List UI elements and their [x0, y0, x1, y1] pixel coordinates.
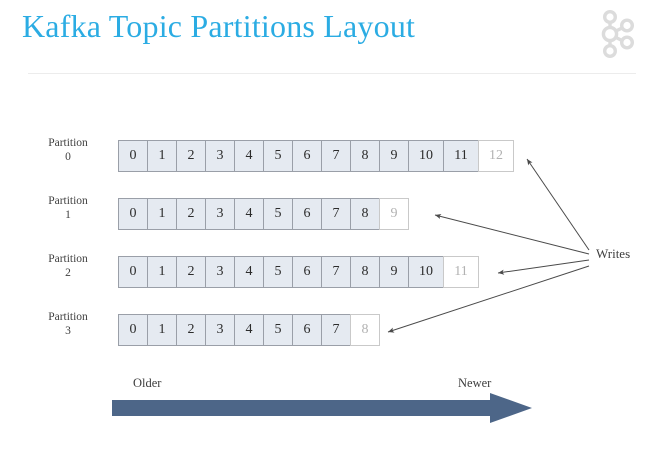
- log-segment-cell: 1: [147, 140, 177, 172]
- partition-label-index: 1: [65, 209, 71, 221]
- partition-row: Partition 3 0 1 2 3 4 5 6 7 8: [0, 311, 657, 350]
- partition-label-name: Partition: [48, 137, 88, 149]
- next-offset-cell: 11: [443, 256, 479, 288]
- log-segment-cell: 2: [176, 314, 206, 346]
- log-segment-cell: 7: [321, 140, 351, 172]
- log-segment-cell: 6: [292, 198, 322, 230]
- log-segment-cell: 0: [118, 198, 148, 230]
- writes-label: Writes: [596, 246, 631, 261]
- next-offset-cell: 9: [379, 198, 409, 230]
- log-segment-cell: 9: [379, 140, 409, 172]
- log-segment-cell: 1: [147, 256, 177, 288]
- time-direction-arrow: [112, 393, 532, 423]
- log-segment-cell: 3: [205, 198, 235, 230]
- header-divider: [28, 73, 636, 74]
- partition-row: Partition 1 0 1 2 3 4 5 6 7 8 9: [0, 195, 657, 234]
- log-segment-cell: 4: [234, 314, 264, 346]
- log-segment-cell: 5: [263, 314, 293, 346]
- log-segment-cell: 3: [205, 140, 235, 172]
- log-segment-cell: 5: [263, 198, 293, 230]
- log-segment-cell: 3: [205, 256, 235, 288]
- log-segment-cell: 4: [234, 198, 264, 230]
- log-segment-cell: 7: [321, 198, 351, 230]
- log-segment-cell: 6: [292, 256, 322, 288]
- log-segment-cell: 5: [263, 256, 293, 288]
- partition-label: Partition 1: [30, 194, 106, 222]
- log-segment-cell: 1: [147, 314, 177, 346]
- partition-label-name: Partition: [48, 253, 88, 265]
- next-offset-cell: 12: [478, 140, 514, 172]
- log-segment-cell: 0: [118, 314, 148, 346]
- log-segment-cell: 8: [350, 198, 380, 230]
- log-segment-cell: 0: [118, 256, 148, 288]
- log-segment-cell: 4: [234, 140, 264, 172]
- partition-label: Partition 2: [30, 252, 106, 280]
- partition-cells: 0 1 2 3 4 5 6 7 8 9 10 11: [118, 256, 479, 288]
- log-segment-cell: 4: [234, 256, 264, 288]
- log-segment-cell: 2: [176, 198, 206, 230]
- log-segment-cell: 10: [408, 256, 444, 288]
- log-segment-cell: 2: [176, 256, 206, 288]
- partition-label-name: Partition: [48, 195, 88, 207]
- partition-cells: 0 1 2 3 4 5 6 7 8 9: [118, 198, 409, 230]
- partition-label: Partition 3: [30, 310, 106, 338]
- partition-label-index: 2: [65, 267, 71, 279]
- log-segment-cell: 2: [176, 140, 206, 172]
- partition-cells: 0 1 2 3 4 5 6 7 8 9 10 11 12: [118, 140, 514, 172]
- partitions-diagram: Partition 0 0 1 2 3 4 5 6 7 8 9 10 11 12…: [0, 78, 657, 450]
- log-segment-cell: 11: [443, 140, 479, 172]
- kafka-logo-icon: [593, 8, 645, 60]
- log-segment-cell: 8: [350, 140, 380, 172]
- log-segment-cell: 3: [205, 314, 235, 346]
- log-segment-cell: 7: [321, 256, 351, 288]
- log-segment-cell: 6: [292, 314, 322, 346]
- partition-label-name: Partition: [48, 311, 88, 323]
- partition-label: Partition 0: [30, 136, 106, 164]
- log-segment-cell: 6: [292, 140, 322, 172]
- page-title: Kafka Topic Partitions Layout: [22, 8, 416, 44]
- log-segment-cell: 1: [147, 198, 177, 230]
- log-segment-cell: 10: [408, 140, 444, 172]
- log-segment-cell: 0: [118, 140, 148, 172]
- partition-label-index: 3: [65, 325, 71, 337]
- partition-row: Partition 2 0 1 2 3 4 5 6 7 8 9 10 11: [0, 253, 657, 292]
- partition-cells: 0 1 2 3 4 5 6 7 8: [118, 314, 380, 346]
- log-segment-cell: 5: [263, 140, 293, 172]
- newer-label: Newer: [458, 376, 492, 390]
- partition-row: Partition 0 0 1 2 3 4 5 6 7 8 9 10 11 12: [0, 137, 657, 176]
- partition-label-index: 0: [65, 151, 71, 163]
- log-segment-cell: 9: [379, 256, 409, 288]
- log-segment-cell: 8: [350, 256, 380, 288]
- page-header: Kafka Topic Partitions Layout: [0, 0, 657, 78]
- log-segment-cell: 7: [321, 314, 351, 346]
- next-offset-cell: 8: [350, 314, 380, 346]
- older-label: Older: [133, 376, 162, 390]
